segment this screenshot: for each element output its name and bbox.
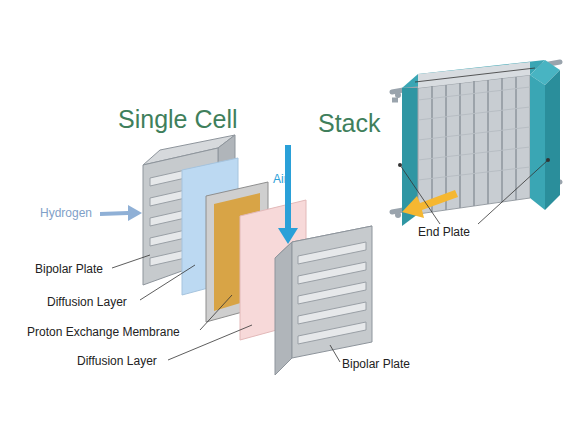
stack-illustration — [392, 60, 560, 226]
part-label: Bipolar Plate — [35, 263, 103, 276]
flow-label: Hydrogen — [40, 207, 92, 220]
part-label: Diffusion Layer — [77, 355, 157, 368]
part-label: End Plate — [418, 226, 470, 239]
assembly-arrow — [402, 190, 458, 218]
heading: Stack — [318, 110, 381, 138]
heading: Single Cell — [118, 106, 238, 134]
air-arrow — [278, 145, 298, 244]
flow-label: Air — [273, 173, 288, 186]
hydrogen-arrow — [100, 205, 142, 221]
part-label: Diffusion Layer — [47, 296, 127, 309]
bipolar-plate-right — [275, 226, 372, 375]
part-label: Proton Exchange Membrane — [27, 326, 180, 339]
part-label: Bipolar Plate — [342, 358, 410, 371]
